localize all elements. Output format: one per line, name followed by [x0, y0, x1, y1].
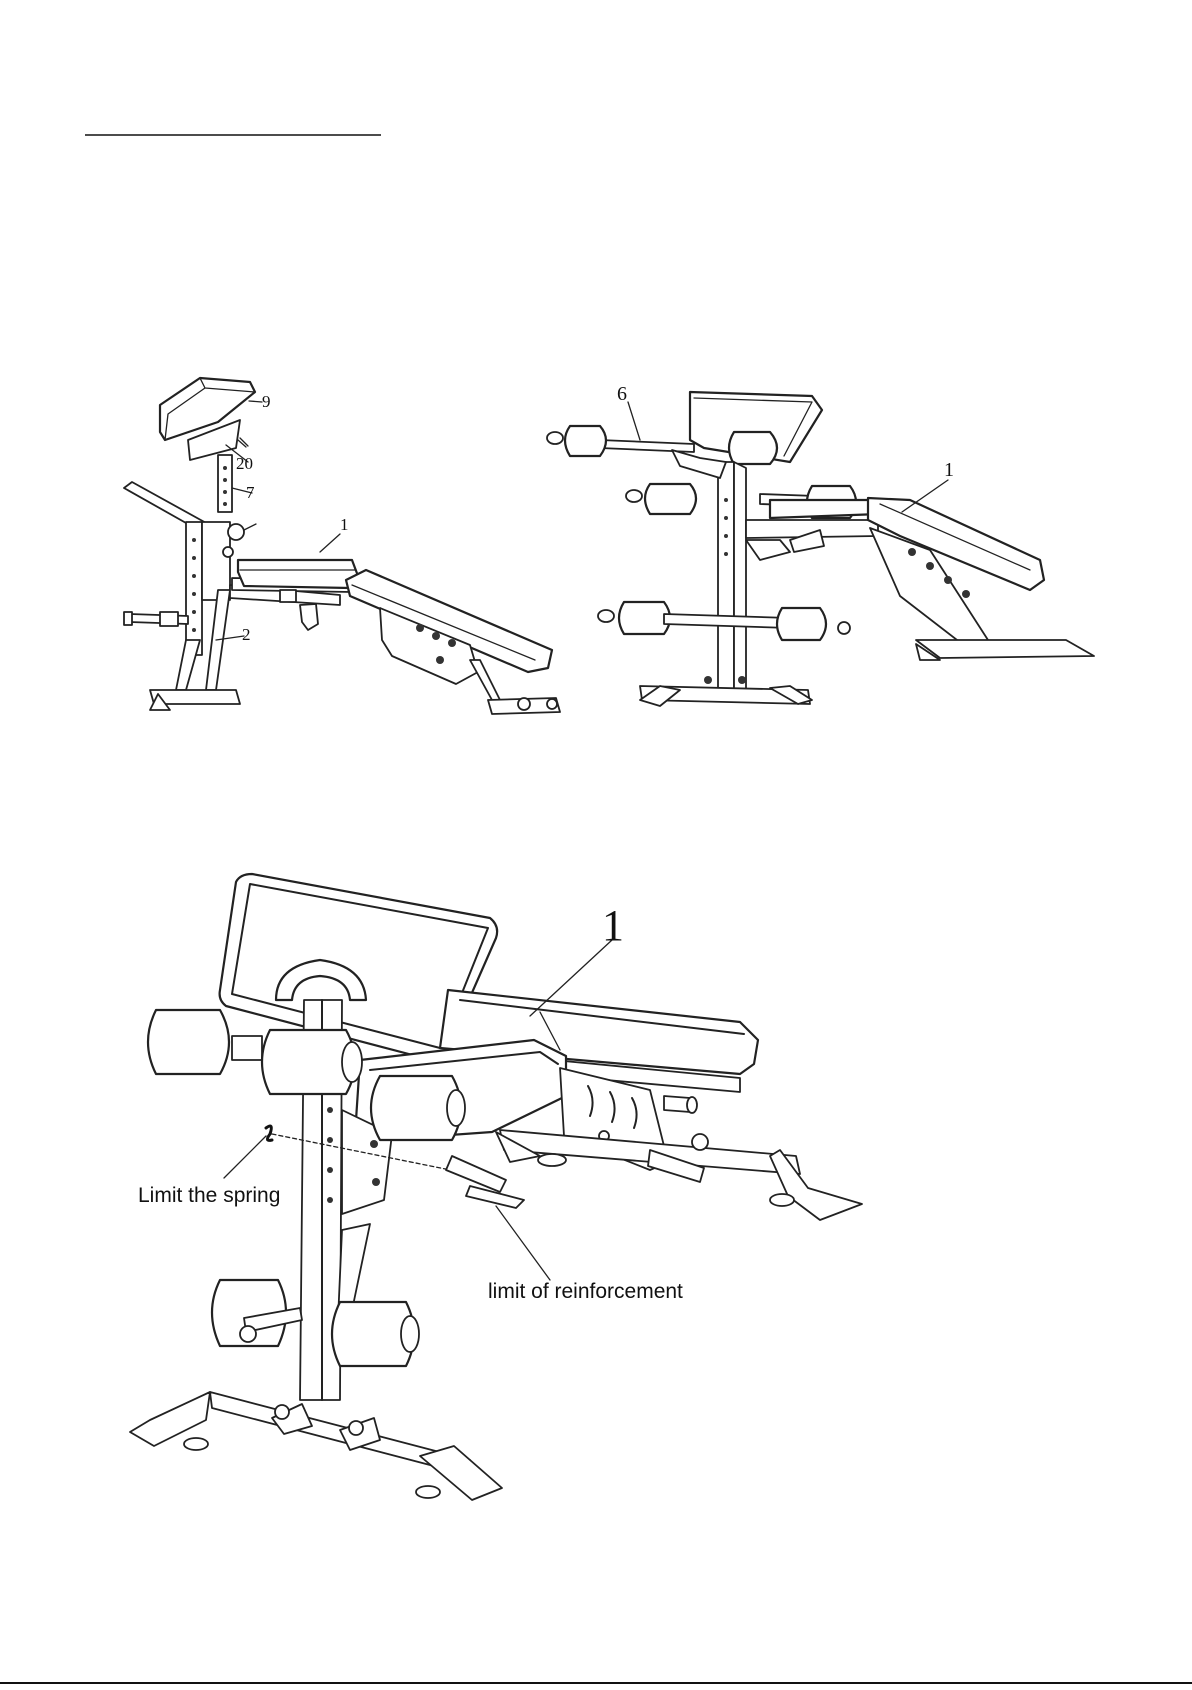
figure-closeup-view: 1 Limit the spring limit of reinforcemen…	[130, 874, 862, 1500]
callout-1: 1	[340, 515, 349, 534]
label-limit-spring: Limit the spring	[138, 1184, 280, 1207]
callout-6: 6	[617, 383, 627, 405]
preacher-pad-part	[160, 378, 255, 460]
callout-20: 20	[236, 454, 253, 473]
lower-pin	[124, 612, 188, 626]
figure-exploded-view: 9 20 7 1 2	[124, 378, 560, 714]
figure-assembled-view: 6 1	[547, 383, 1094, 706]
rear-base	[496, 1130, 862, 1220]
callout-7: 7	[246, 483, 255, 502]
callout-9: 9	[262, 392, 271, 411]
seat-and-rail	[230, 560, 358, 630]
backrest	[346, 570, 560, 714]
callout-2: 2	[242, 625, 251, 644]
top-roller-bar	[547, 426, 777, 464]
reinforcement-limit	[446, 1156, 524, 1208]
closeup-front-base	[130, 1392, 502, 1500]
label-limit-reinforcement: limit of reinforcement	[488, 1280, 683, 1303]
callout-1-large: 1	[602, 901, 624, 950]
callout-1b: 1	[944, 459, 954, 481]
